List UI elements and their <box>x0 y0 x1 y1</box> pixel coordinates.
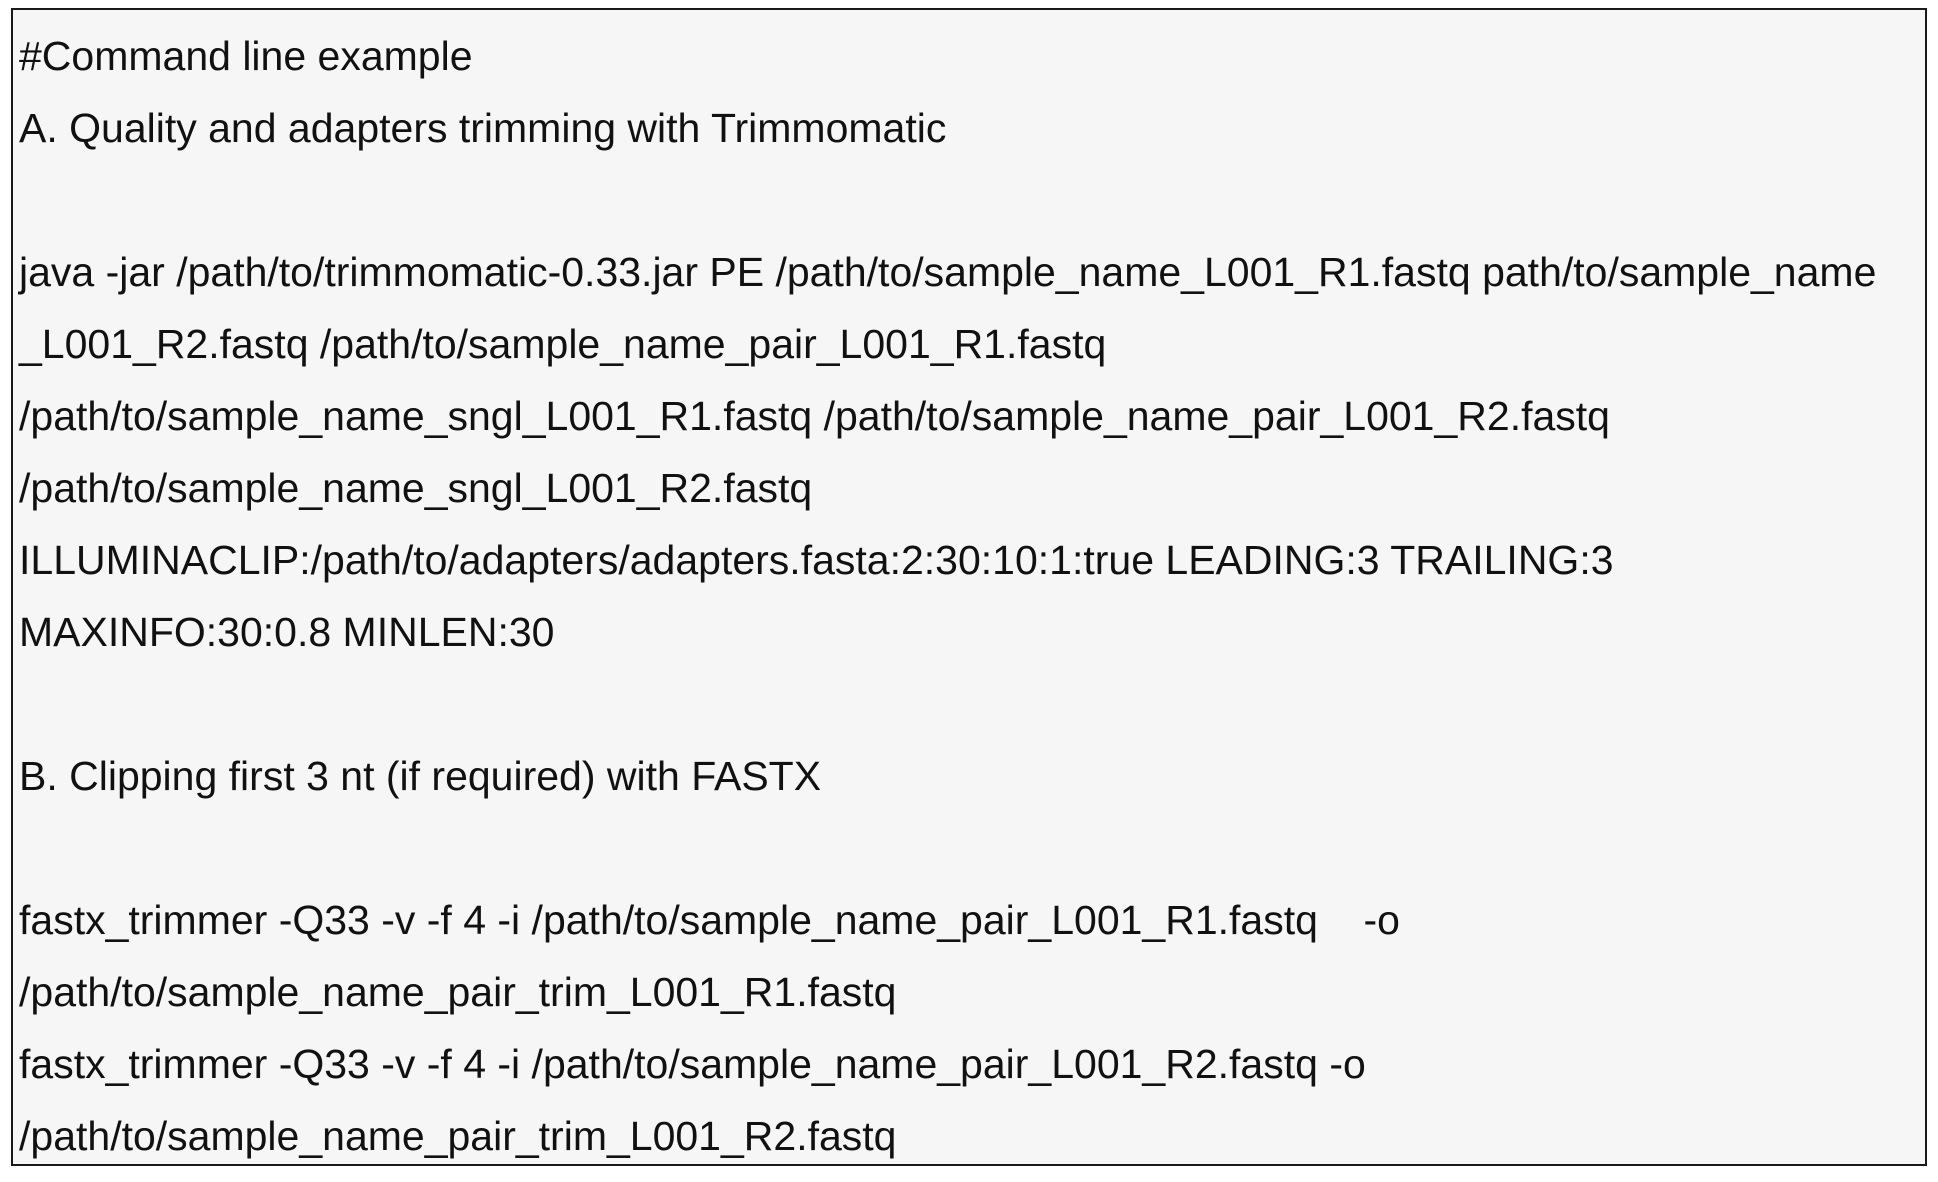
section-b-title: B. Clipping first 3 nt (if required) wit… <box>19 753 822 799</box>
command-line: _L001_R2.fastq /path/to/sample_name_pair… <box>19 321 1107 367</box>
command-line: MAXINFO:30:0.8 MINLEN:30 <box>19 609 555 655</box>
section-a-title: A. Quality and adapters trimming with Tr… <box>19 105 947 151</box>
command-line: /path/to/sample_name_sngl_L001_R2.fastq <box>19 465 813 511</box>
heading-comment: #Command line example <box>19 33 473 79</box>
command-example-box: #Command line example A. Quality and ada… <box>11 8 1927 1166</box>
command-line: /path/to/sample_name_pair_trim_L001_R1.f… <box>19 969 897 1015</box>
blank-line <box>19 668 1925 740</box>
command-line: /path/to/sample_name_sngl_L001_R1.fastq … <box>19 393 1610 439</box>
command-line: fastx_trimmer -Q33 -v -f 4 -i /path/to/s… <box>19 897 1400 943</box>
command-line: fastx_trimmer -Q33 -v -f 4 -i /path/to/s… <box>19 1041 1366 1087</box>
blank-line <box>19 164 1925 236</box>
command-line: java -jar /path/to/trimmomatic-0.33.jar … <box>19 249 1877 295</box>
command-line: /path/to/sample_name_pair_trim_L001_R2.f… <box>19 1113 897 1159</box>
blank-line <box>19 812 1925 884</box>
command-line: ILLUMINACLIP:/path/to/adapters/adapters.… <box>19 537 1614 583</box>
